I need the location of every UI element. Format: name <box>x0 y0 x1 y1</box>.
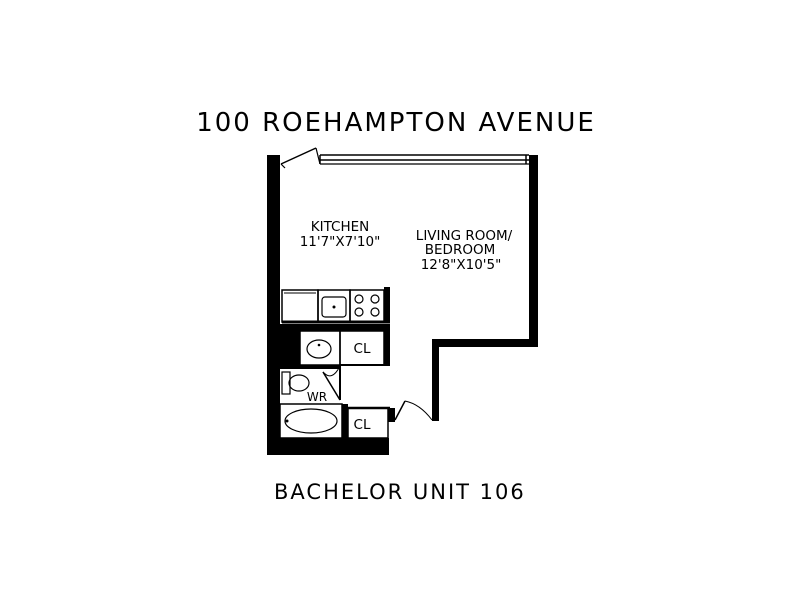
wall-step-vertical <box>432 339 439 421</box>
entry-door <box>394 400 433 421</box>
living-dims: 12'8"X10'5" <box>421 257 502 273</box>
wall-bottom <box>267 438 389 455</box>
basin-icon <box>306 339 332 359</box>
wall-fill-upper <box>280 324 300 368</box>
balcony-door <box>280 147 321 169</box>
wall-right <box>529 155 538 347</box>
wall-step <box>434 339 538 347</box>
washroom-label: WR <box>307 390 327 404</box>
closet-lower-label: CL <box>354 417 371 433</box>
wall-bath-top <box>280 365 340 369</box>
bathtub-icon <box>279 403 343 439</box>
living-name-line2: BEDROOM <box>425 242 495 258</box>
stove-icon <box>349 289 385 323</box>
living-name-line1: LIVING ROOM/ <box>416 228 513 244</box>
building-title: 100 ROEHAMPTON AVENUE <box>196 108 596 138</box>
kitchen-dims: 11'7"X7'10" <box>300 234 381 250</box>
vanity <box>299 330 341 366</box>
window-top <box>319 154 529 165</box>
unit-label: BACHELOR UNIT 106 <box>274 480 526 504</box>
wall-entry-stub <box>388 408 395 422</box>
sink-icon <box>321 296 347 318</box>
kitchen-name: KITCHEN <box>311 219 370 235</box>
closet-upper-label: CL <box>354 341 371 357</box>
toilet-icon <box>281 371 310 395</box>
wall-left <box>267 155 280 455</box>
kitchen-counter <box>281 287 390 324</box>
closet-lower <box>342 404 390 439</box>
closet-upper <box>339 330 390 366</box>
bathroom-door <box>322 365 341 401</box>
wall-kitchen-partition <box>298 324 390 331</box>
